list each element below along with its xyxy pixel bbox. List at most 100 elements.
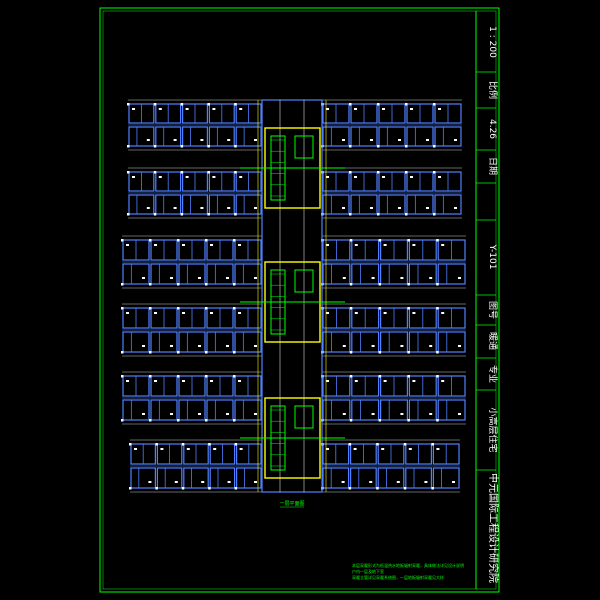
column-mark — [233, 351, 236, 354]
fixture-mark — [174, 481, 178, 483]
fixture-mark — [126, 380, 129, 382]
fixture-mark — [158, 176, 162, 178]
fixture-mark — [134, 448, 137, 450]
column-mark — [349, 103, 352, 106]
column-mark — [155, 443, 158, 446]
fixture-mark — [254, 277, 257, 279]
unit-room-bottom — [128, 126, 155, 147]
column-mark — [155, 487, 158, 490]
unit-room-bottom — [178, 331, 206, 353]
unit-room-bottom — [128, 194, 155, 215]
fixture-mark — [426, 139, 429, 141]
unit-room-bottom — [206, 399, 234, 421]
unit-room-bottom — [432, 467, 460, 489]
unit-room-bottom — [437, 399, 466, 421]
fixture-mark — [438, 108, 441, 110]
fixture-mark — [186, 448, 190, 450]
fixture-mark — [170, 345, 173, 347]
profession-label: 专业 — [487, 365, 499, 383]
unit-room-bottom — [408, 399, 437, 421]
unit-room-bottom — [234, 263, 262, 285]
fixture-mark — [354, 312, 358, 314]
note-line-1: 本层采暖形式为低温热水地板辐射采暖，具体做法详见设计说明 — [352, 562, 464, 568]
column-mark — [177, 239, 180, 242]
inner-frame — [102, 10, 497, 590]
column-mark — [149, 307, 152, 310]
fixture-mark — [182, 244, 185, 246]
fixture-mark — [212, 108, 216, 110]
unit-room-bottom — [206, 331, 234, 353]
column-mark — [180, 145, 184, 148]
fixture-mark — [126, 312, 129, 314]
column-mark — [378, 351, 382, 354]
fixture-mark — [412, 244, 416, 246]
column-mark — [177, 307, 180, 310]
unit-room-bottom — [235, 126, 262, 147]
column-mark — [377, 213, 380, 216]
fixture-mark — [454, 207, 457, 209]
unit-room-bottom — [206, 263, 234, 285]
unit-room-bottom — [122, 263, 150, 285]
unit-room-bottom — [350, 194, 378, 215]
fixture-mark — [458, 413, 461, 415]
outer-frame — [99, 7, 500, 593]
column-mark — [407, 307, 410, 310]
unit-room-bottom — [351, 263, 380, 285]
scale-value: 1 : 200 — [487, 26, 497, 58]
unit-room-bottom — [406, 126, 434, 147]
column-mark — [403, 487, 407, 490]
fixture-mark — [158, 108, 162, 110]
column-mark — [405, 171, 408, 174]
fixture-mark — [254, 345, 257, 347]
unit-room-bottom — [437, 263, 466, 285]
column-mark — [405, 145, 408, 148]
fixture-mark — [173, 139, 177, 141]
unit-room-bottom — [437, 331, 466, 353]
unit-room-bottom — [378, 194, 406, 215]
column-mark — [378, 419, 382, 422]
column-mark — [177, 375, 180, 378]
column-mark — [207, 171, 210, 174]
column-mark — [233, 419, 236, 422]
fixture-mark — [170, 413, 173, 415]
fixture-mark — [185, 176, 189, 178]
fixture-mark — [429, 345, 433, 347]
column-mark — [233, 283, 236, 286]
column-mark — [153, 145, 157, 148]
fixture-mark — [441, 244, 445, 246]
fixture-mark — [210, 244, 213, 246]
fixture-mark — [227, 481, 231, 483]
institute-name: 中元国际工程设计研究院 — [487, 473, 500, 583]
fixture-mark — [132, 176, 135, 178]
column-mark — [149, 351, 152, 354]
fixture-mark — [370, 139, 373, 141]
column-mark — [127, 213, 130, 216]
column-mark — [377, 171, 380, 174]
fixture-mark — [146, 139, 150, 141]
profession-value: 暖通 — [487, 332, 499, 350]
fixture-mark — [200, 139, 204, 141]
fixture-mark — [383, 244, 387, 246]
column-mark — [129, 487, 132, 490]
column-mark — [436, 239, 439, 242]
fixture-mark — [381, 448, 385, 450]
column-mark — [208, 443, 211, 446]
column-mark — [149, 375, 152, 378]
unit-room-bottom — [122, 331, 150, 353]
column-mark — [403, 443, 407, 446]
column-mark — [378, 283, 382, 286]
fixture-mark — [354, 108, 357, 110]
fixture-mark — [226, 345, 229, 347]
fixture-mark — [441, 380, 445, 382]
plan-title: 一层平面图 — [279, 501, 304, 507]
unit-room-bottom — [322, 194, 350, 215]
fixture-mark — [438, 176, 441, 178]
column-mark — [127, 145, 130, 148]
drawing-number-label: 图号 — [487, 301, 498, 319]
date-value: 4.26 — [487, 119, 497, 139]
fixture-mark — [170, 277, 173, 279]
fixture-mark — [371, 345, 375, 347]
fixture-mark — [383, 380, 387, 382]
building-wings — [121, 99, 466, 493]
